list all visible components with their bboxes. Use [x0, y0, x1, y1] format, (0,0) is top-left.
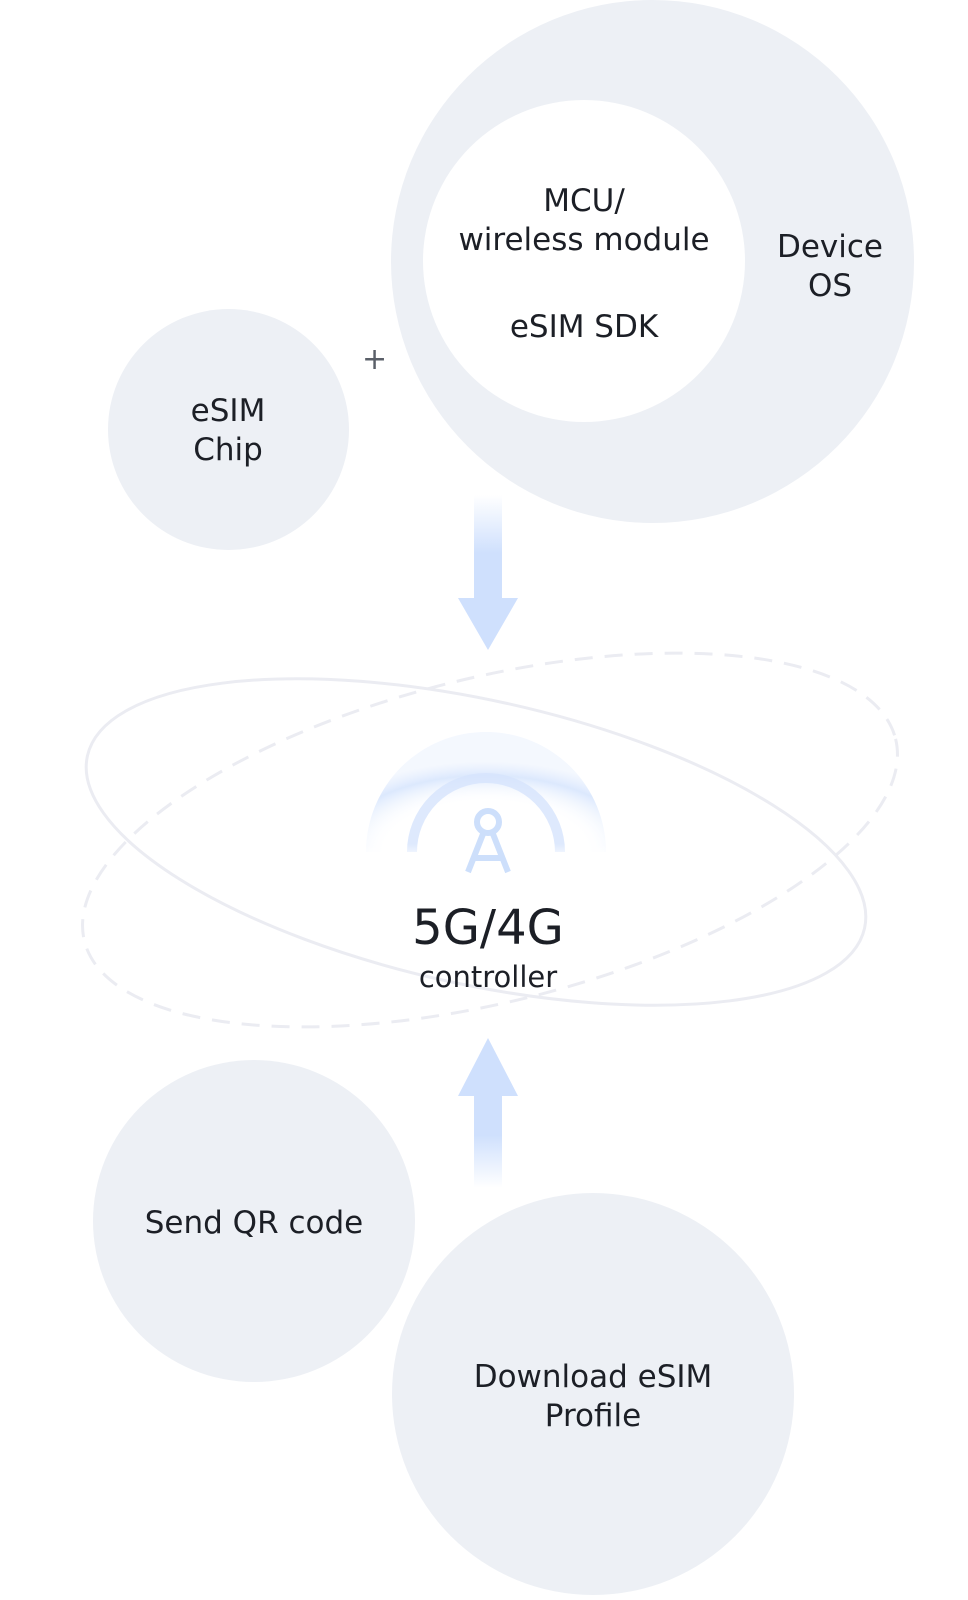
device-os-label: Device OS: [776, 229, 884, 304]
mcu-label: MCU/ wireless module: [458, 183, 710, 258]
send-qr-label: Send QR code: [144, 1205, 364, 1241]
signal-waves-icon: [360, 732, 612, 860]
esim-chip-circle: [108, 309, 349, 550]
controller-title: 5G/4G: [412, 900, 564, 956]
download-profile-label: Download eSIM Profile: [473, 1359, 713, 1434]
mcu-module-circle: [423, 100, 745, 422]
controller-subtitle: controller: [418, 960, 558, 994]
download-profile-circle: [392, 1193, 794, 1595]
dashed-orbit: [81, 651, 899, 1029]
down-arrow-icon: [458, 495, 518, 650]
up-arrow-icon: [458, 1038, 518, 1188]
plus-sign: +: [362, 342, 388, 377]
esim-chip-label: eSIM Chip: [190, 393, 266, 468]
esim-sdk-label: eSIM SDK: [509, 309, 659, 345]
send-qr-circle: [93, 1060, 415, 1382]
solid-orbit: [84, 677, 868, 1007]
antenna-tower-icon: [465, 808, 511, 874]
